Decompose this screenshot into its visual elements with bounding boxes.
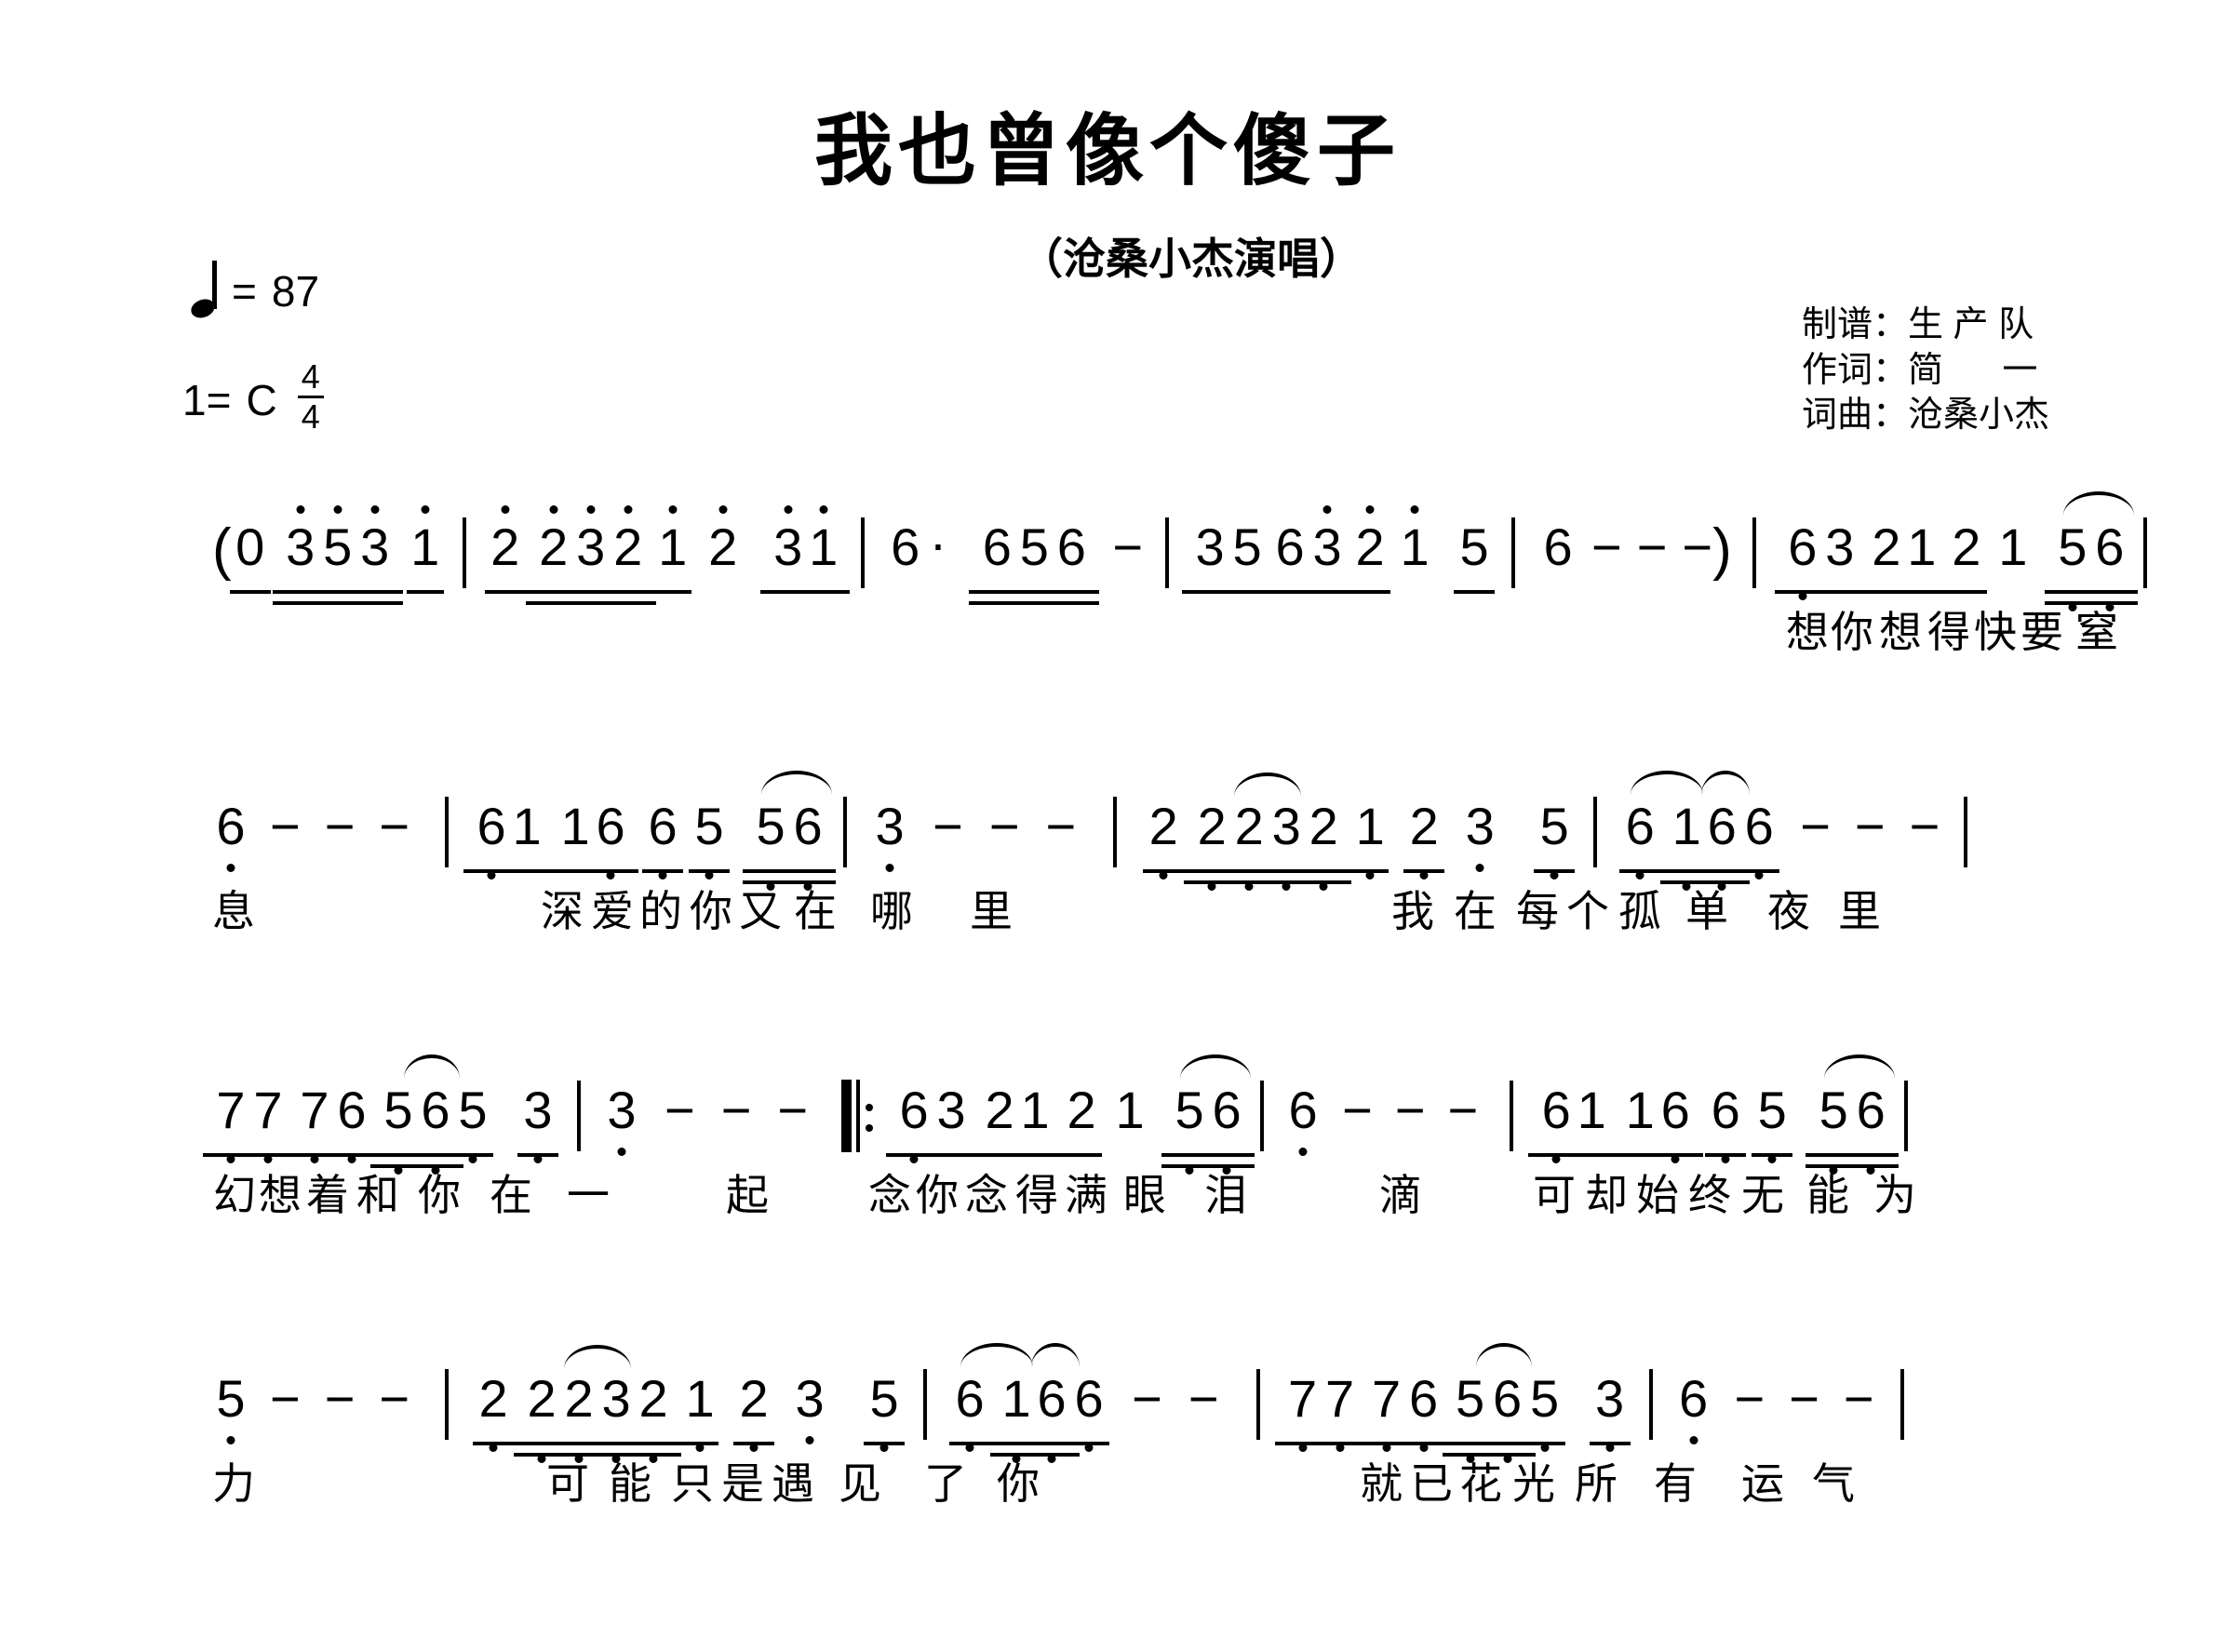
barline [860, 517, 865, 588]
slur [1701, 771, 1751, 795]
barline [1964, 797, 1968, 867]
slur [1180, 1054, 1252, 1079]
time-signature: 4 4 [297, 359, 324, 436]
sheet-music-page: 我也曾像个傻子 （沧桑小杰演唱） = 87 1= C 4 4 制谱：生 产 队 … [0, 107, 2215, 1505]
slur [960, 1343, 1034, 1367]
slur [1824, 1054, 1896, 1079]
slur [1475, 1343, 1532, 1367]
augmentation-dot: · [929, 514, 947, 572]
tempo-value: 87 [271, 267, 320, 316]
barline [1260, 1081, 1265, 1151]
slur [1031, 1343, 1081, 1367]
slur [2062, 491, 2134, 516]
slur [404, 1054, 460, 1079]
barline [445, 1369, 450, 1440]
barline [2142, 517, 2147, 588]
barline [462, 517, 466, 588]
note-row: ( 0 3 5 3 1 2 2 3 2 1 2 3 1 6 [0, 491, 2215, 611]
key-signature: 1= C 4 4 [182, 359, 324, 438]
slur [1631, 771, 1704, 795]
slur [761, 771, 833, 795]
tempo-marking: = 87 [188, 261, 320, 321]
quarter-note-icon [188, 261, 219, 321]
slur [1234, 772, 1302, 797]
barline [1900, 1369, 1904, 1440]
staff-line-1: ( 0 3 5 3 1 2 2 3 2 1 2 3 1 6 [0, 491, 2215, 800]
barline [1511, 517, 1516, 588]
barline [445, 797, 450, 867]
barline [923, 1369, 928, 1440]
time-signature-denominator: 4 [301, 396, 320, 436]
barline [1593, 797, 1598, 867]
page-subtitle: （沧桑小杰演唱） [1020, 235, 1363, 283]
barline [843, 797, 848, 867]
barline [1904, 1081, 1909, 1151]
barline [1165, 517, 1170, 588]
barline [1113, 797, 1118, 867]
lyrics-row-3: 幻 想 着 和 你 在 一 起 念 你 念 得 满 眼 泪 滴 可 却 始 终 … [213, 1171, 1916, 1219]
barline [1752, 517, 1756, 588]
time-signature-numerator: 4 [297, 359, 324, 398]
tempo-equals: = [232, 267, 257, 316]
lyrics-row-2: 息 深 爱 的 你 又 在 哪 里 我 在 每 个 孤 单 夜 里 [212, 887, 1881, 935]
open-paren: ( [212, 517, 232, 582]
close-paren: ) [1712, 517, 1732, 582]
page-title: 我也曾像个傻子 [813, 107, 1401, 195]
credits-block: 制谱：生 产 队 作词：简 一 词曲：沧桑小杰 [1801, 305, 2049, 436]
barline [1255, 1369, 1260, 1440]
lyrics-row-4: 力 可 能 只 是 遇 见 了 你 就 已 花 光 所 有 运 气 [212, 1459, 1855, 1508]
lyrics-row-1: 想 你 想 得 快 要 窒 [1786, 608, 2118, 656]
barline [577, 1081, 581, 1151]
barline [1648, 1369, 1653, 1440]
extension-dash: − [1112, 517, 1144, 576]
repeat-start-sign [841, 1080, 874, 1152]
key-label: 1= [182, 376, 232, 425]
barline [1510, 1081, 1514, 1151]
slur [564, 1345, 632, 1369]
key-value: C [246, 376, 277, 425]
